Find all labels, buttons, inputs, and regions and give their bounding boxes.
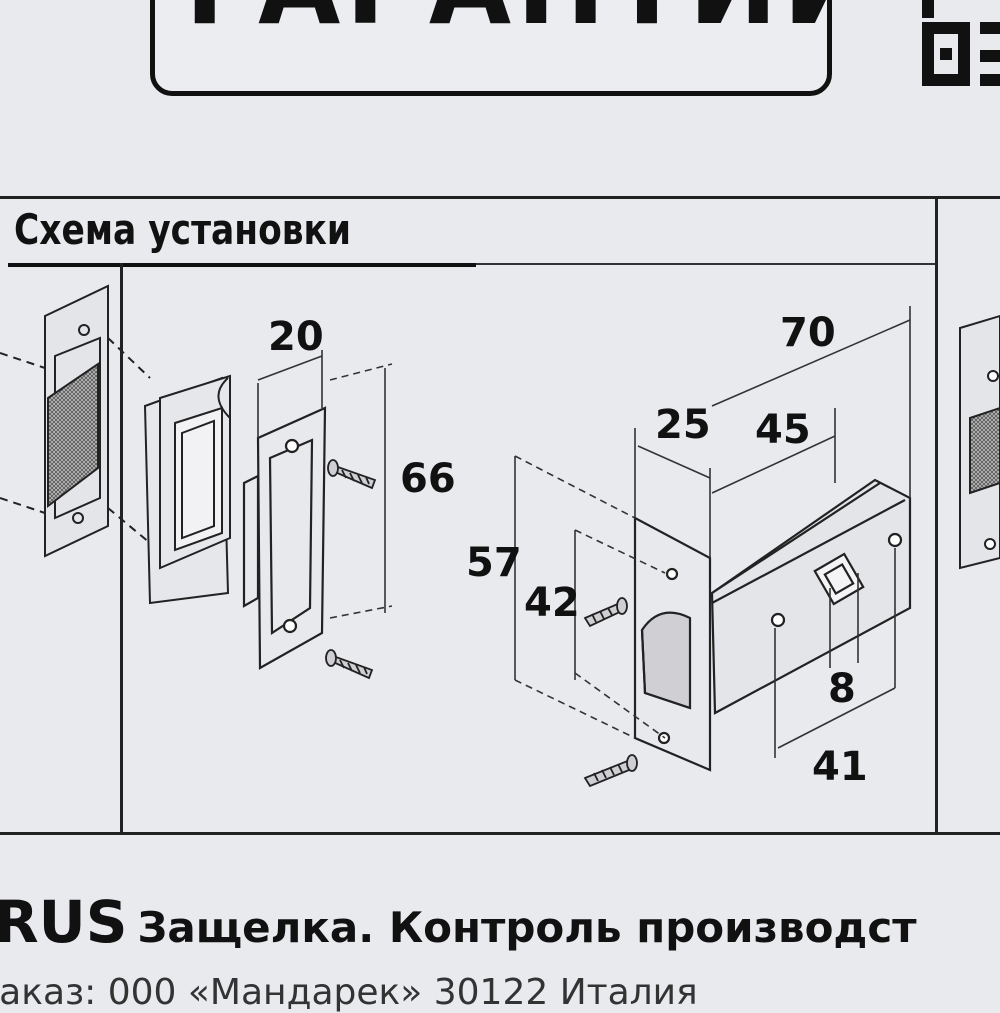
qr-code-icon [922, 0, 1000, 86]
latch-faceplate [633, 516, 712, 772]
strike-box [143, 374, 231, 605]
dimension-lines-latch [514, 306, 911, 758]
dimension-57: 57 [466, 540, 522, 586]
door-cutout-left [0, 284, 151, 558]
schema-title: Схема установки [14, 205, 352, 254]
frame-top-rule [0, 196, 1000, 199]
dimension-70: 70 [780, 310, 836, 356]
frame-bottom-rule [0, 832, 1000, 835]
brand-name: RUS [0, 888, 128, 956]
order-line: заказ: 000 «Мандарек» 30122 Италия [0, 972, 698, 1013]
latch-body [710, 478, 912, 715]
dimension-lines-strike [257, 350, 393, 619]
frame-header-rule [476, 263, 938, 265]
dimension-25: 25 [655, 402, 711, 448]
dimension-41: 41 [812, 744, 868, 790]
schema-title-underline [8, 263, 476, 267]
strike-plate [242, 406, 327, 670]
warranty-title: ГАРАНТИИ [185, 0, 827, 51]
screw-icon [583, 597, 628, 628]
dimension-42: 42 [524, 580, 580, 626]
dimension-45: 45 [755, 407, 811, 453]
product-description: Защелка. Контроль производст [137, 903, 917, 952]
installation-diagram: 20 66 70 [0, 284, 1000, 790]
screw-icon [583, 754, 638, 788]
screw-icon [327, 459, 377, 490]
dimension-20: 20 [268, 314, 324, 360]
frame-divider-right [935, 196, 938, 833]
dimension-66: 66 [400, 456, 456, 502]
door-cutout-right [959, 314, 1000, 570]
warranty-box: ГАРАНТИИ [150, 0, 832, 96]
frame-divider-left [120, 263, 123, 833]
dimension-8: 8 [828, 666, 856, 712]
screw-icon [325, 649, 374, 680]
